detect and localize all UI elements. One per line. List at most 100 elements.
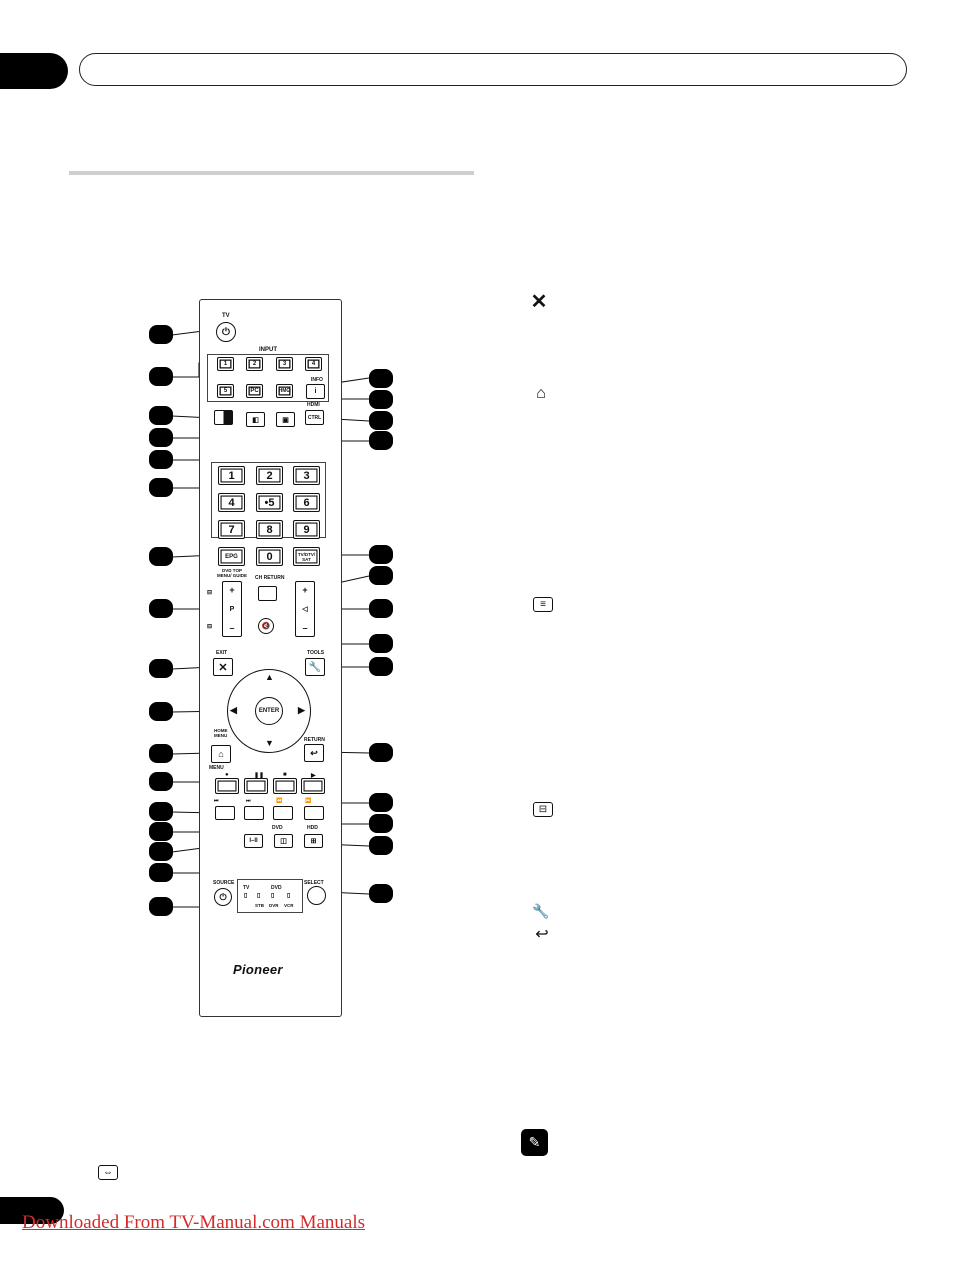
mute-button[interactable]: 🔇	[258, 618, 274, 634]
freeze-icon: ▣	[282, 416, 289, 424]
select-button[interactable]	[307, 886, 326, 905]
callout-marker	[149, 547, 173, 566]
power-icon: ⏻	[222, 326, 230, 338]
aspect-button[interactable]	[214, 410, 233, 425]
callout-marker	[369, 369, 393, 388]
left-arrow-icon[interactable]: ◀	[230, 705, 237, 715]
input-1-button[interactable]: 1	[217, 357, 234, 371]
dvd-label: DVD	[272, 825, 283, 831]
num-1-button[interactable]: 1	[218, 466, 245, 485]
hdd-button[interactable]: ⊞	[304, 834, 323, 848]
home-menu-button[interactable]: ⌂	[211, 745, 231, 763]
ctrl-button[interactable]: CTRL	[305, 410, 324, 425]
epg-button[interactable]: EPG	[218, 547, 245, 566]
blue-button[interactable]	[301, 778, 325, 794]
num-8-button[interactable]: 8	[256, 520, 283, 539]
volume-minus-label: –	[302, 623, 308, 633]
num-7-button[interactable]: 7	[218, 520, 245, 539]
footer-link[interactable]: Downloaded From TV-Manual.com Manuals	[22, 1212, 366, 1233]
hmg-button[interactable]: HMG	[276, 384, 293, 398]
green-button[interactable]	[244, 778, 268, 794]
remote-control-illustration: TV ⏻ INPUT 1 2 3 4 5 PC HMG INFO i HDMI …	[199, 299, 342, 1017]
info-label: INFO	[311, 377, 323, 383]
callout-marker	[149, 659, 173, 678]
mute-icon: 🔇	[261, 623, 271, 630]
close-icon: ✕	[530, 290, 548, 313]
num-3-button[interactable]: 3	[293, 466, 320, 485]
return-button[interactable]: ↩	[304, 744, 324, 762]
exit-button[interactable]: ✕	[213, 658, 233, 676]
i-ii-button[interactable]: I–II	[244, 834, 263, 848]
source-power-button[interactable]: ⏻	[214, 888, 232, 906]
source-label: SOURCE	[213, 880, 235, 886]
callout-marker	[149, 772, 173, 791]
up-arrow-icon[interactable]: ▲	[265, 672, 274, 682]
page-number-tab	[0, 1197, 64, 1224]
input-2-button[interactable]: 2	[246, 357, 263, 371]
teletext-icon: ≡	[533, 597, 553, 612]
pencil-note-icon: ✎	[521, 1129, 548, 1156]
volume-plus-label: +	[302, 585, 308, 595]
num-4-button[interactable]: 4	[218, 493, 245, 512]
volume-icon: ◁	[302, 606, 308, 613]
skip-back-icon: ⏮	[214, 798, 219, 804]
screen-size-icon: ◧	[252, 416, 259, 424]
screen-size-button[interactable]: ◧	[246, 412, 265, 427]
callout-marker	[149, 599, 173, 618]
ch-return-button[interactable]	[258, 586, 277, 601]
channel-rocker[interactable]: + P –	[222, 581, 242, 637]
subpage-icon: ⊞	[310, 838, 317, 845]
callout-marker	[369, 411, 393, 430]
skip-forward-button[interactable]	[244, 806, 264, 820]
down-arrow-icon[interactable]: ▼	[265, 738, 274, 748]
home-menu-label: HOME MENU	[214, 728, 228, 738]
tv-dtv-sat-button[interactable]: TV/DTV/ SAT	[293, 547, 320, 566]
mode-dvd-label: DVD	[271, 885, 282, 891]
hdmi-label: HDMI	[307, 402, 320, 408]
info-button[interactable]: i	[306, 384, 325, 399]
input-5-button[interactable]: 5	[217, 384, 234, 398]
input-4-button[interactable]: 4	[305, 357, 322, 371]
skip-back-button[interactable]	[215, 806, 235, 820]
callout-marker	[149, 863, 173, 882]
channel-minus-label: –	[229, 623, 235, 633]
volume-rocker[interactable]: + ◁ –	[295, 581, 315, 637]
callout-marker	[149, 428, 173, 447]
mode-led: ▯	[287, 893, 291, 899]
fast-forward-button[interactable]	[304, 806, 324, 820]
num-0-button[interactable]: 0	[256, 547, 283, 566]
yellow-button[interactable]	[273, 778, 297, 794]
callout-marker	[369, 657, 393, 676]
callout-marker	[369, 814, 393, 833]
callout-marker	[369, 884, 393, 903]
close-icon: ✕	[218, 661, 228, 674]
tools-button[interactable]: 🔧	[305, 658, 325, 676]
fast-forward-icon: ⏩	[305, 798, 312, 804]
pc-button[interactable]: PC	[246, 384, 263, 398]
return-arrow-icon: ↩	[535, 926, 549, 943]
mode-led: ▯	[244, 893, 248, 899]
teletext-reveal-icon: ⊟	[207, 624, 213, 630]
teletext-hold-icon: ⊟	[207, 590, 213, 596]
info-icon: i	[314, 388, 317, 395]
tv-power-button[interactable]: ⏻	[216, 322, 236, 342]
wrench-icon: 🔧	[532, 902, 550, 919]
dvd-button[interactable]: ◫	[274, 834, 293, 848]
brand-logo: Pioneer	[233, 962, 283, 977]
num-2-button[interactable]: 2	[256, 466, 283, 485]
callout-marker	[369, 634, 393, 653]
right-arrow-icon[interactable]: ▶	[298, 705, 305, 715]
num-9-button[interactable]: 9	[293, 520, 320, 539]
num-6-button[interactable]: 6	[293, 493, 320, 512]
input-3-button[interactable]: 3	[276, 357, 293, 371]
record-icon: ●	[225, 772, 229, 778]
power-icon: ⏻	[219, 891, 227, 902]
enter-button[interactable]: ENTER	[255, 697, 283, 725]
select-label: SELECT	[304, 880, 324, 886]
mode-tv-label: TV	[243, 885, 250, 891]
num-5-button[interactable]: •5	[256, 493, 283, 512]
red-button[interactable]	[215, 778, 239, 794]
freeze-button[interactable]: ▣	[276, 412, 295, 427]
rewind-button[interactable]	[273, 806, 293, 820]
